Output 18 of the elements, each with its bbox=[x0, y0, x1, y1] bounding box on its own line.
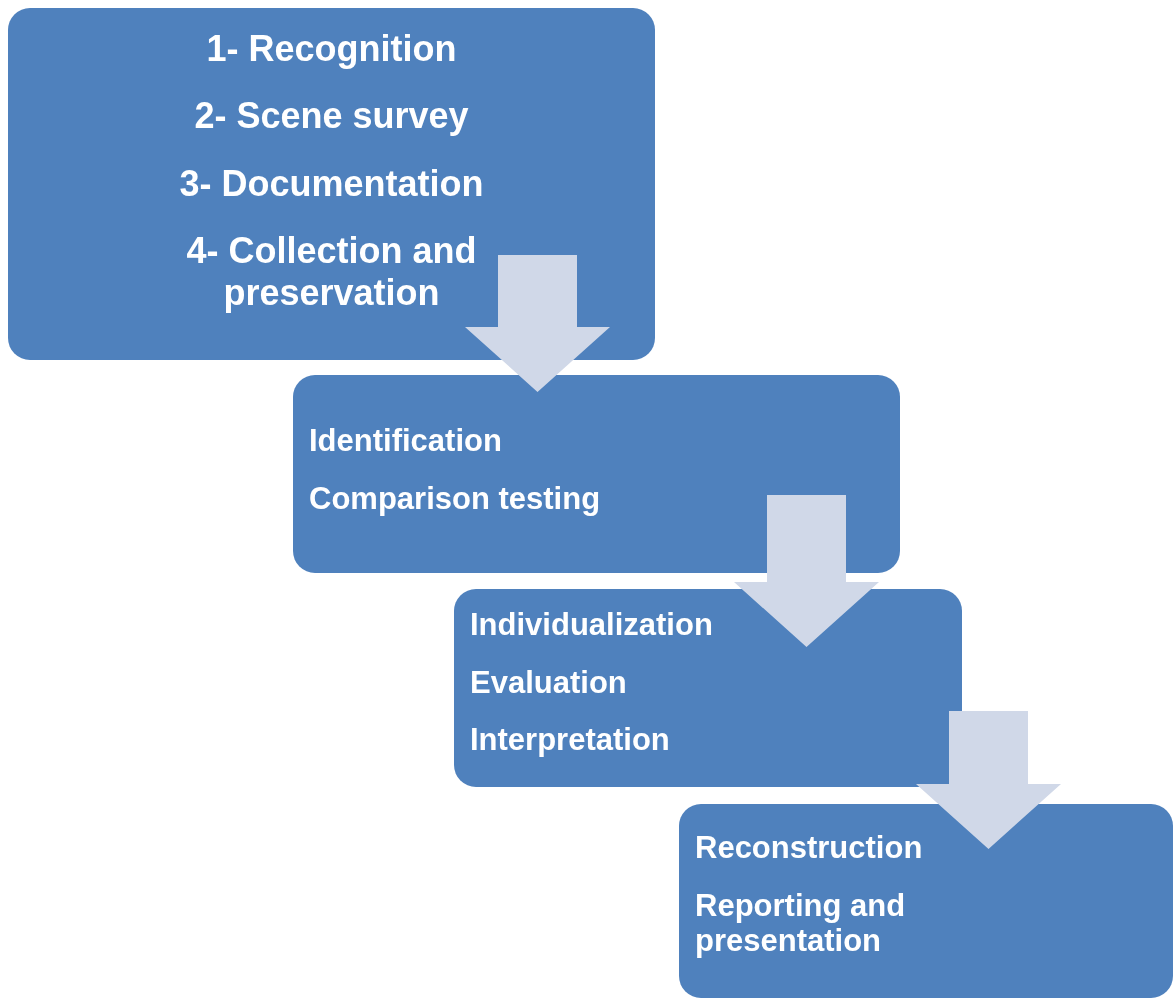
step-text: Individualization bbox=[470, 607, 713, 643]
step-text: 2- Scene survey bbox=[194, 95, 469, 137]
step-text: 1- Recognition bbox=[206, 28, 457, 70]
block-arrow bbox=[916, 711, 1061, 849]
step-text: 3- Documentation bbox=[179, 162, 484, 205]
process-box bbox=[8, 8, 655, 360]
step-text: 4- Collection and preservation bbox=[185, 230, 478, 313]
process-box bbox=[679, 804, 1173, 998]
step-text: Evaluation bbox=[470, 664, 627, 701]
block-arrow bbox=[465, 255, 610, 392]
step-text: Comparison testing bbox=[309, 480, 601, 517]
block-arrow bbox=[734, 495, 879, 647]
step-text: Reporting and presentation bbox=[695, 887, 907, 959]
step-text: Reconstruction bbox=[695, 830, 923, 866]
step-text: Interpretation bbox=[470, 722, 670, 758]
step-text: Identification bbox=[309, 423, 502, 459]
process-box bbox=[454, 589, 962, 787]
process-box bbox=[293, 375, 900, 573]
